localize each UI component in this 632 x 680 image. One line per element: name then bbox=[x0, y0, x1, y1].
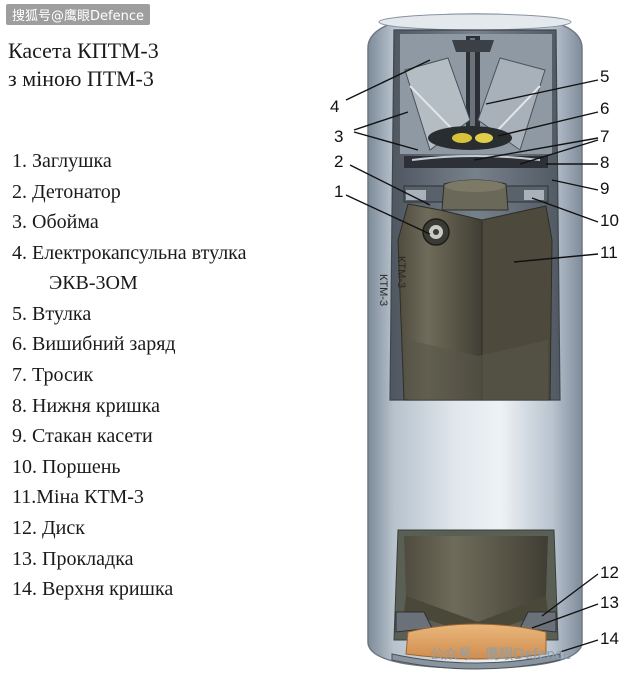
legend-label: Прокладка bbox=[42, 547, 134, 570]
legend-number: 8. bbox=[12, 394, 27, 417]
callout-4: 4 bbox=[330, 97, 339, 116]
mine-marking: КТМ-3 bbox=[377, 274, 389, 306]
gasket bbox=[405, 623, 547, 660]
callout-5: 5 bbox=[600, 67, 609, 86]
leader-11 bbox=[513, 253, 599, 263]
callout-2: 2 bbox=[334, 152, 343, 171]
legend-item-6: 6. Вишибний заряд bbox=[12, 329, 246, 360]
legend-label: Нижня кришка bbox=[32, 394, 160, 417]
legend-item-11: 11.Міна КТМ-3 bbox=[12, 482, 246, 513]
leader-lines bbox=[345, 59, 599, 653]
callout-10: 10 bbox=[600, 211, 619, 230]
parts-legend: 1. Заглушка 2. Детонатор 3. Обойма 4. Ел… bbox=[12, 146, 246, 605]
leader-10 bbox=[531, 197, 599, 223]
legend-item-7: 7. Тросик bbox=[12, 360, 246, 391]
legend-number: 1. bbox=[12, 150, 27, 172]
leader-7a bbox=[473, 137, 599, 161]
plug bbox=[422, 218, 450, 246]
mine-marking-2: КТМ-3 bbox=[395, 256, 407, 288]
callout-8: 8 bbox=[600, 153, 609, 172]
diagram-title-line-2: з міною ПТМ-3 bbox=[8, 66, 154, 91]
ejection-charge bbox=[428, 126, 512, 150]
legend-number: 9. bbox=[12, 425, 27, 448]
top-lid bbox=[391, 653, 561, 670]
legend-label: Стакан касети bbox=[32, 425, 153, 448]
legend-label: Поршень bbox=[42, 455, 121, 478]
legend-number: 14. bbox=[12, 578, 37, 601]
legend-number: 2. bbox=[12, 180, 27, 203]
watermark-top: 搜狐号@鹰眼Defence bbox=[6, 4, 150, 25]
legend-number: 13. bbox=[12, 547, 37, 570]
callout-9: 9 bbox=[600, 179, 609, 198]
leader-6 bbox=[497, 111, 599, 137]
leader-13 bbox=[531, 603, 599, 629]
leader-9 bbox=[551, 179, 599, 191]
legend-item-3: 3. Обойма bbox=[12, 207, 246, 238]
legend-number: 10. bbox=[12, 455, 37, 478]
legend-label: Втулка bbox=[32, 302, 92, 325]
leader-12 bbox=[541, 573, 599, 617]
legend-number: 11. bbox=[12, 486, 37, 509]
leader-4 bbox=[345, 59, 431, 101]
leader-1 bbox=[345, 194, 431, 235]
legend-item-14: 14. Верхня кришка bbox=[12, 574, 246, 605]
legend-label: Заглушка bbox=[32, 150, 112, 172]
legend-number: 3. bbox=[12, 211, 27, 234]
watermark-bottom: 公众号 · 鹰眼Defence bbox=[430, 647, 572, 663]
legend-item-2: 2. Детонатор bbox=[12, 177, 246, 208]
leader-3b bbox=[353, 131, 419, 151]
legend-item-5: 5. Втулка bbox=[12, 299, 246, 330]
leader-14 bbox=[559, 639, 599, 653]
leader-3a bbox=[353, 111, 409, 131]
leader-5 bbox=[485, 79, 599, 105]
legend-label: Диск bbox=[42, 516, 85, 539]
legend-item-9: 9. Стакан касети bbox=[12, 421, 246, 452]
legend-number: 12. bbox=[12, 516, 37, 539]
callout-12: 12 bbox=[600, 563, 619, 582]
legend-label: Обойма bbox=[32, 211, 99, 234]
leader-7b bbox=[519, 139, 599, 165]
legend-item-8: 8. Нижня кришка bbox=[12, 391, 246, 422]
legend-number: 5. bbox=[12, 302, 27, 325]
lower-cutaway bbox=[391, 529, 561, 670]
callout-6: 6 bbox=[600, 99, 609, 118]
legend-label: Електрокапсульна втулка bbox=[32, 241, 247, 264]
legend-item-12: 12. Диск bbox=[12, 513, 246, 544]
legend-number: 6. bbox=[12, 333, 27, 356]
legend-item-13: 13. Прокладка bbox=[12, 544, 246, 575]
legend-label-continuation: ЭКВ-3ОМ bbox=[49, 272, 138, 295]
callout-13: 13 bbox=[600, 593, 619, 612]
callout-11: 11 bbox=[600, 243, 618, 262]
diagram-title-line-1: Касета КПТМ-3 bbox=[8, 38, 159, 63]
legend-number: 7. bbox=[12, 363, 27, 386]
callout-14: 14 bbox=[600, 629, 619, 648]
legend-label: Тросик bbox=[32, 363, 94, 386]
legend-label: Верхня кришка bbox=[42, 578, 174, 601]
callout-3: 3 bbox=[334, 127, 343, 146]
callout-labels: 4 3 2 1 5 6 7 8 9 10 11 12 13 14 bbox=[330, 67, 619, 648]
legend-label: Вишибний заряд bbox=[32, 333, 176, 356]
legend-number: 4. bbox=[12, 241, 27, 264]
legend-item-1: 1. Заглушка bbox=[12, 146, 246, 177]
callout-7: 7 bbox=[600, 127, 609, 146]
legend-label: Детонатор bbox=[32, 180, 121, 203]
legend-label: Міна КТМ-3 bbox=[36, 486, 144, 509]
leader-2 bbox=[349, 164, 431, 206]
legend-item-10: 10. Поршень bbox=[12, 452, 246, 483]
callout-1: 1 bbox=[334, 182, 343, 201]
mine-ktm3: КТМ-3 КТМ-3 bbox=[377, 203, 553, 401]
